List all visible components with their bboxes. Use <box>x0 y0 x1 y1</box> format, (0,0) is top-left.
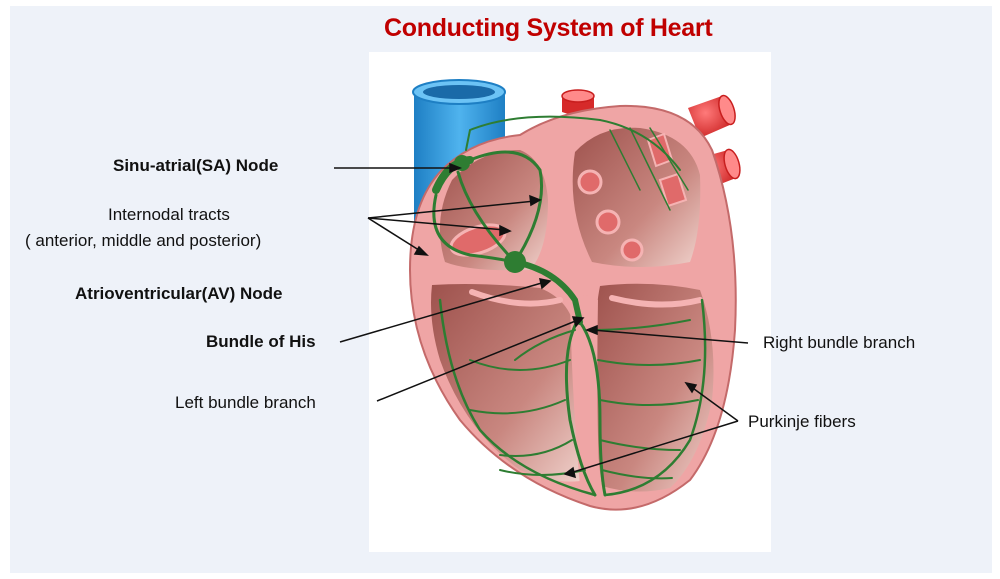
label-av-node: Atrioventricular(AV) Node <box>75 284 283 304</box>
av-node-dot <box>504 251 526 273</box>
label-purkinje-fibers: Purkinje fibers <box>748 412 856 432</box>
label-internodal-tracts: Internodal tracts <box>108 205 230 225</box>
label-left-bundle-branch: Left bundle branch <box>175 393 316 413</box>
pulmonary-vein-opening-3 <box>622 240 642 260</box>
pulmonary-vein-opening-1 <box>579 171 601 193</box>
label-internodal-detail: ( anterior, middle and posterior) <box>25 231 261 251</box>
label-right-bundle-branch: Right bundle branch <box>763 333 915 353</box>
label-sa-node: Sinu-atrial(SA) Node <box>113 156 278 176</box>
pulmonary-vein-opening-2 <box>597 211 619 233</box>
label-bundle-of-his: Bundle of His <box>206 332 316 352</box>
page-title: Conducting System of Heart <box>384 14 712 43</box>
